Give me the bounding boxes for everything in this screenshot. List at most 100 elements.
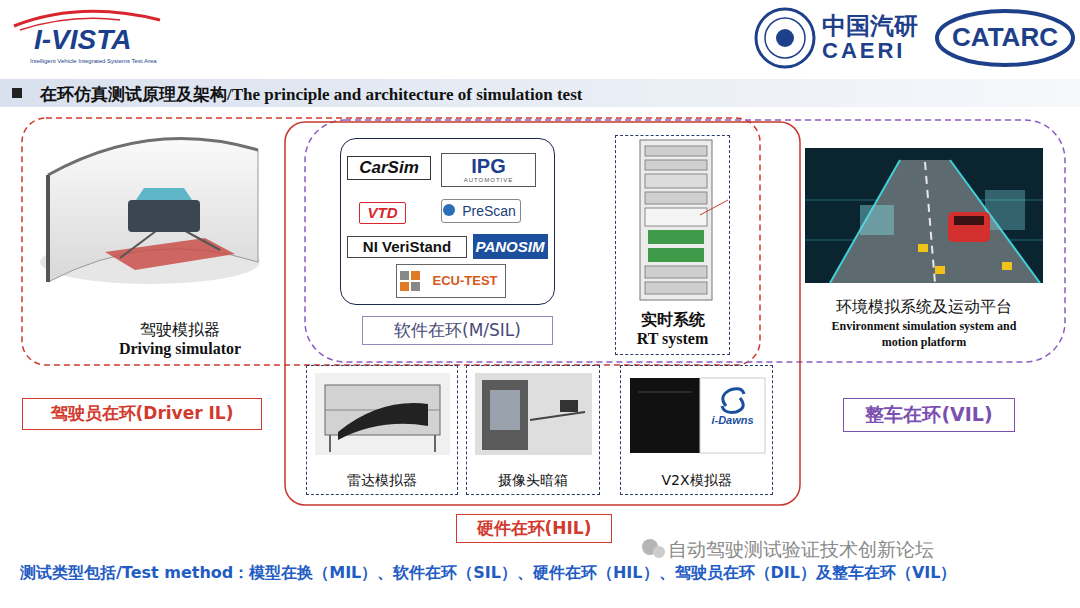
radar-simulator-picture bbox=[338, 403, 428, 440]
environment-picture bbox=[948, 212, 990, 242]
logo-text: 中国汽研 bbox=[822, 10, 918, 42]
node-text: AUTOMOTIVE bbox=[464, 177, 514, 183]
catarc-oval bbox=[937, 11, 1073, 65]
slide-title: 在环仿真测试原理及架构/The principle and architectu… bbox=[40, 83, 582, 106]
software-logo-icon bbox=[443, 204, 455, 216]
software-logo: ECU-TEST bbox=[396, 264, 506, 298]
driving-simulator-picture bbox=[120, 228, 160, 258]
node-text: RT system bbox=[637, 330, 709, 348]
v2x-simulator-picture bbox=[630, 378, 700, 453]
loop-label-box: 驾驶员在环(Driver IL) bbox=[22, 398, 262, 430]
node-text: PANOSIM bbox=[476, 239, 545, 255]
node-text: ECU-TEST bbox=[433, 274, 498, 288]
software-panel: CarSim IPGAUTOMOTIVE VTD PreScan NI VeriStan… bbox=[340, 138, 555, 305]
rt-rack-picture bbox=[645, 266, 707, 278]
software-logo-icon bbox=[411, 271, 420, 280]
watermark-icon bbox=[653, 546, 665, 558]
software-logo-icon bbox=[400, 282, 409, 291]
rt-rack-picture bbox=[645, 174, 707, 188]
logo-text: I-VISTA bbox=[34, 24, 131, 56]
loop-label-box: 整车在环(VIL) bbox=[843, 398, 1015, 432]
node-text: VTD bbox=[368, 205, 398, 221]
node-text: 实时系统 bbox=[641, 311, 705, 329]
caeri-seal bbox=[765, 18, 805, 58]
rt-rack-picture bbox=[640, 140, 712, 300]
title-bar bbox=[0, 79, 1080, 107]
driving-simulator-picture bbox=[40, 138, 260, 284]
v2x-simulator-picture bbox=[722, 398, 743, 412]
camera-box-picture bbox=[530, 412, 585, 420]
rt-system-box: 实时系统RT system bbox=[615, 135, 730, 355]
logo-text: CAERI bbox=[822, 38, 905, 64]
driving-simulator-picture bbox=[136, 188, 192, 200]
loop-region bbox=[305, 120, 1065, 362]
node-text: 雷达模拟器 bbox=[347, 472, 417, 488]
loop-region bbox=[22, 118, 760, 365]
software-logo-icon bbox=[400, 271, 409, 280]
test-method-line: 测试类型包括/Test method：模型在换（MIL）、软件在环（SIL）、硬… bbox=[20, 563, 956, 584]
hardware-box: V2X模拟器 bbox=[620, 365, 773, 495]
driving-simulator-picture bbox=[128, 200, 200, 232]
radar-simulator-picture bbox=[434, 435, 436, 452]
environment-picture bbox=[950, 160, 1040, 283]
loop-label-box: 硬件在环(HIL) bbox=[456, 514, 612, 543]
node-text: NI VeriStand bbox=[363, 239, 451, 255]
brand-text: i-Dawns bbox=[700, 414, 765, 426]
camera-box-picture bbox=[490, 390, 520, 430]
radar-simulator-picture bbox=[315, 373, 450, 455]
rt-rack-picture bbox=[648, 230, 704, 244]
picture-caption: Driving simulator bbox=[80, 340, 280, 358]
camera-box-picture bbox=[475, 373, 592, 455]
driving-simulator-picture bbox=[46, 175, 50, 282]
environment-picture bbox=[918, 244, 928, 252]
rt-rack-picture bbox=[645, 208, 707, 226]
v2x-simulator-picture bbox=[723, 389, 744, 406]
camera-box-picture bbox=[475, 373, 592, 455]
node-text: 软件在环(M/SIL) bbox=[394, 321, 521, 341]
picture-caption: Environment simulation system and motion… bbox=[824, 319, 1024, 350]
rt-rack-picture bbox=[640, 140, 728, 300]
catarc-oval bbox=[937, 11, 1073, 65]
node-text: PreScan bbox=[462, 204, 516, 219]
rt-rack-picture bbox=[648, 248, 704, 262]
environment-picture bbox=[925, 162, 935, 283]
node-text: 整车在环(VIL) bbox=[865, 404, 992, 426]
picture-caption: 驾驶模拟器 bbox=[80, 320, 280, 341]
software-logo-icon bbox=[411, 282, 420, 291]
software-logo: PANOSIM bbox=[473, 234, 548, 259]
hardware-box: 摄像头暗箱 bbox=[466, 365, 600, 495]
rt-rack-picture bbox=[645, 192, 707, 204]
driving-simulator-picture bbox=[48, 138, 258, 175]
loop-region bbox=[285, 122, 800, 505]
caeri-seal bbox=[776, 29, 794, 47]
environment-picture bbox=[954, 216, 984, 225]
environment-picture bbox=[805, 148, 1043, 283]
node-text: 摄像头暗箱 bbox=[498, 472, 568, 488]
software-logo: NI VeriStand bbox=[347, 236, 467, 258]
rt-rack-picture bbox=[645, 146, 707, 156]
node-text: CarSim bbox=[359, 159, 419, 177]
environment-picture bbox=[830, 160, 1040, 283]
radar-simulator-picture bbox=[315, 373, 450, 455]
v2x-simulator-picture bbox=[700, 378, 765, 453]
environment-picture bbox=[985, 190, 1025, 230]
environment-picture bbox=[830, 160, 900, 283]
environment-picture bbox=[1002, 262, 1012, 270]
software-logo: CarSim bbox=[347, 156, 431, 180]
environment-picture bbox=[935, 266, 945, 274]
logo-subtitle: Intelligent Vehicle Integrated Systems T… bbox=[30, 58, 157, 64]
software-logo: VTD bbox=[359, 202, 406, 224]
camera-box-picture bbox=[560, 400, 578, 412]
node-text: 驾驶员在环(Driver IL) bbox=[51, 404, 234, 424]
picture-caption: 环境模拟系统及运动平台 bbox=[824, 297, 1024, 318]
software-logo: PreScan bbox=[441, 199, 521, 223]
environment-picture bbox=[860, 205, 894, 235]
driving-simulator-picture bbox=[48, 138, 258, 282]
hardware-box: 雷达模拟器 bbox=[306, 365, 458, 495]
node-text: IPG bbox=[471, 156, 505, 177]
environment-picture bbox=[805, 148, 1043, 283]
camera-box-picture bbox=[482, 380, 528, 450]
software-logo: IPGAUTOMOTIVE bbox=[441, 153, 536, 187]
v2x-simulator-picture bbox=[630, 378, 765, 453]
